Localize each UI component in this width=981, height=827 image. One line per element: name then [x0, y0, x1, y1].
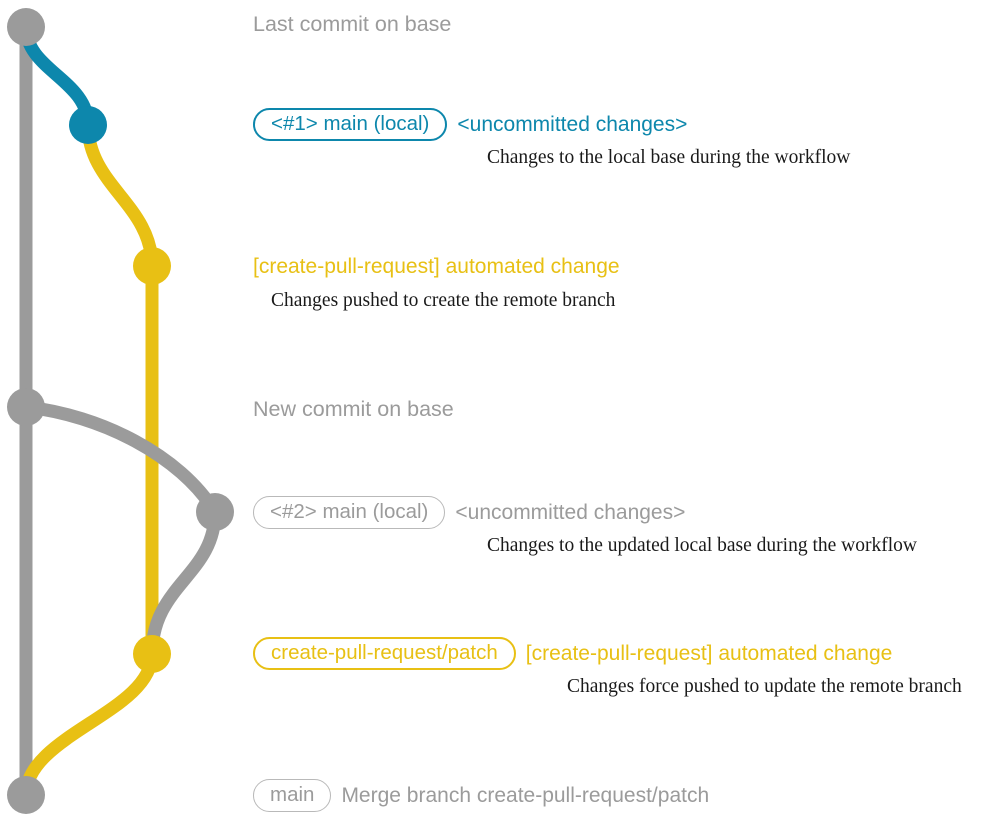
edge-gray-local2-to-patch — [145, 505, 222, 661]
branch-pill-main-local-1[interactable]: <#1> main (local) — [253, 108, 448, 141]
commit-node-base-top[interactable] — [7, 8, 45, 46]
commit-node-gray-local2[interactable] — [196, 493, 234, 531]
commit-description-3: Changes to the updated local base during… — [487, 535, 917, 556]
commit-subject-automated-2: [create-pull-request] automated change — [525, 642, 893, 665]
commit-description-4: Changes force pushed to update the remot… — [567, 676, 962, 697]
commit-node-base-new[interactable] — [7, 388, 45, 426]
commit-subject-merge: Merge branch create-pull-request/patch — [341, 784, 710, 807]
commit-description-2: Changes pushed to create the remote bran… — [271, 290, 616, 311]
commit-subject-uncommitted-1: <uncommitted changes> — [457, 113, 688, 136]
commit-node-base-merge[interactable] — [7, 776, 45, 814]
edge-base-to-gray-local2 — [19, 400, 222, 519]
commit-node-yellow-patch[interactable] — [133, 635, 171, 673]
graph-nodes — [7, 8, 234, 814]
branch-pill-main[interactable]: main — [253, 779, 332, 812]
commit-node-teal-local1[interactable] — [69, 106, 107, 144]
edge-patch-to-merge — [19, 647, 159, 802]
row-automated-change-2: create-pull-request/patch [create-pull-r… — [253, 637, 892, 670]
label-last-commit-on-base: Last commit on base — [253, 12, 452, 36]
row-automated-change-1: [create-pull-request] automated change — [253, 256, 620, 277]
label-new-commit-on-base: New commit on base — [253, 397, 454, 421]
edge-teal-to-yellow-first — [81, 118, 159, 273]
graph-edges — [19, 20, 222, 802]
row-merge-commit: main Merge branch create-pull-request/pa… — [253, 779, 709, 812]
commit-graph — [7, 8, 234, 814]
row-local-commit-1: <#1> main (local) <uncommitted changes> — [253, 108, 687, 141]
commit-subject-uncommitted-2: <uncommitted changes> — [455, 501, 686, 524]
branch-pill-main-local-2[interactable]: <#2> main (local) — [253, 496, 446, 529]
commit-description-1: Changes to the local base during the wor… — [487, 147, 851, 168]
branch-pill-create-pull-request-patch[interactable]: create-pull-request/patch — [253, 637, 516, 670]
row-local-commit-2: <#2> main (local) <uncommitted changes> — [253, 496, 685, 529]
commit-subject-automated-1: [create-pull-request] automated change — [253, 255, 620, 278]
commit-node-yellow-first[interactable] — [133, 247, 171, 285]
